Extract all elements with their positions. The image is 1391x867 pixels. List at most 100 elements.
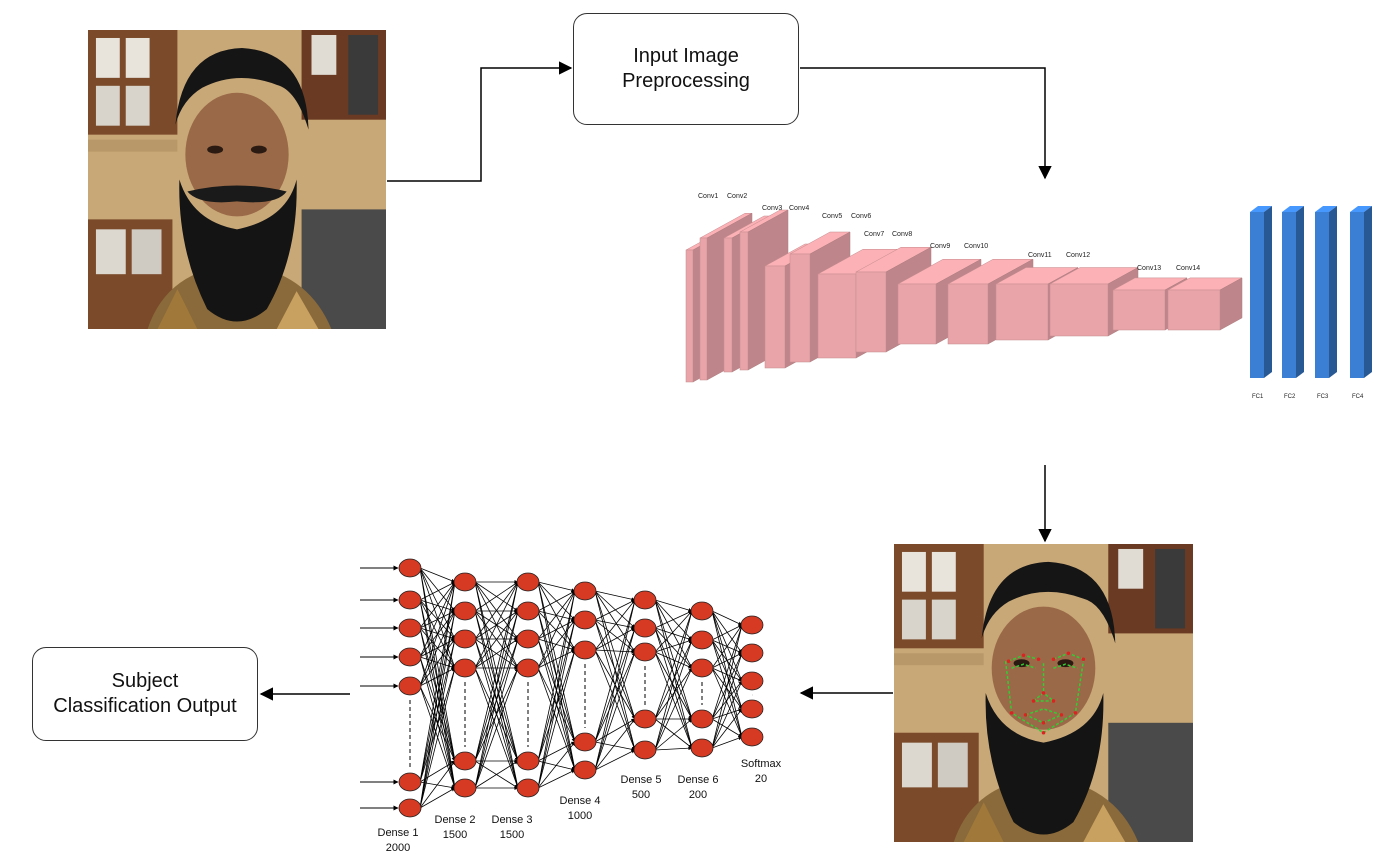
connection [419,581,456,687]
neuron [740,727,764,747]
connection [537,581,577,743]
conv-label: Conv5 [822,213,842,220]
connection [474,581,520,762]
connection [711,667,743,710]
input-face-photo [88,30,386,329]
neuron [398,618,422,638]
connection [654,639,693,751]
connection [711,652,743,669]
arrow-preprocessing-to-cnn [800,67,1052,180]
dense-layer [690,601,714,758]
neuron [740,615,764,635]
connection [419,581,457,783]
connection [419,581,456,629]
dense-layer-name: Dense 1 [378,827,419,839]
connection [654,667,693,751]
dense-layer-name: Softmax [741,758,782,770]
connection [537,590,577,789]
dense-layer-name: Dense 2 [435,814,476,826]
connection [537,581,576,593]
fc-label: FC3 [1317,394,1329,400]
neuron [516,572,540,592]
connection [419,567,456,669]
fc-block [1250,206,1272,378]
connection [419,610,456,687]
connection [711,736,743,749]
connection [654,610,693,629]
connection [419,760,456,809]
connection [419,581,457,809]
connection [594,590,636,629]
connection [594,599,636,743]
neuron [398,590,422,610]
fc-label: FC4 [1352,394,1364,400]
fc-block [1282,206,1304,378]
dense-layer-units: 1500 [500,829,524,841]
dense-layer-name: Dense 4 [560,795,601,807]
neuron [633,709,657,729]
connection [537,590,576,669]
connection [654,627,693,641]
connection [654,718,693,749]
neuron [453,658,477,678]
connection [594,599,636,621]
conv-block [1167,277,1243,331]
connection [474,581,520,789]
connection [419,638,456,687]
neuron [516,629,540,649]
neuron [516,751,540,771]
connection [474,581,519,612]
fc-block [1315,206,1337,378]
connection [537,741,576,789]
conv-label: Conv7 [864,231,884,238]
connection [594,718,636,771]
connection [711,624,743,641]
connection [537,649,576,789]
connection [654,667,693,720]
connection [594,590,636,653]
connection [537,769,576,789]
input-preprocessing-box: Input Image Preprocessing [573,13,799,125]
connection [594,651,636,771]
dense-layer [633,590,657,760]
connection [654,651,693,749]
fc-label: FC2 [1284,394,1296,400]
landmark-face-photo [894,544,1193,842]
connection [419,667,456,687]
neuron [690,738,714,758]
dense-layer [398,558,422,818]
connection [594,718,636,743]
neuron [633,590,657,610]
connection [474,667,519,789]
connection [537,741,576,762]
connection [654,627,693,749]
connection [419,581,456,658]
dense-layer [516,572,540,798]
connection [654,651,693,720]
connection [654,627,693,669]
connection [711,610,743,626]
connection [654,599,693,612]
dense-layer-units: 1000 [568,810,592,822]
connection [654,599,693,720]
connection [537,619,576,669]
fc-label: FC1 [1252,394,1264,400]
dense-layer [453,572,477,798]
dense-layer-units: 2000 [386,842,410,854]
neuron [453,601,477,621]
connection [594,651,636,743]
conv-label: Conv6 [851,213,871,220]
neuron [573,760,597,780]
conv-label: Conv11 [1028,252,1052,259]
connection [654,610,694,751]
neuron [398,676,422,696]
connection [419,567,457,762]
connection [537,581,576,651]
connection [419,787,456,809]
connection [537,590,576,640]
neuron [633,642,657,662]
connection [594,749,636,771]
connection [474,610,519,669]
neuron [740,643,764,663]
